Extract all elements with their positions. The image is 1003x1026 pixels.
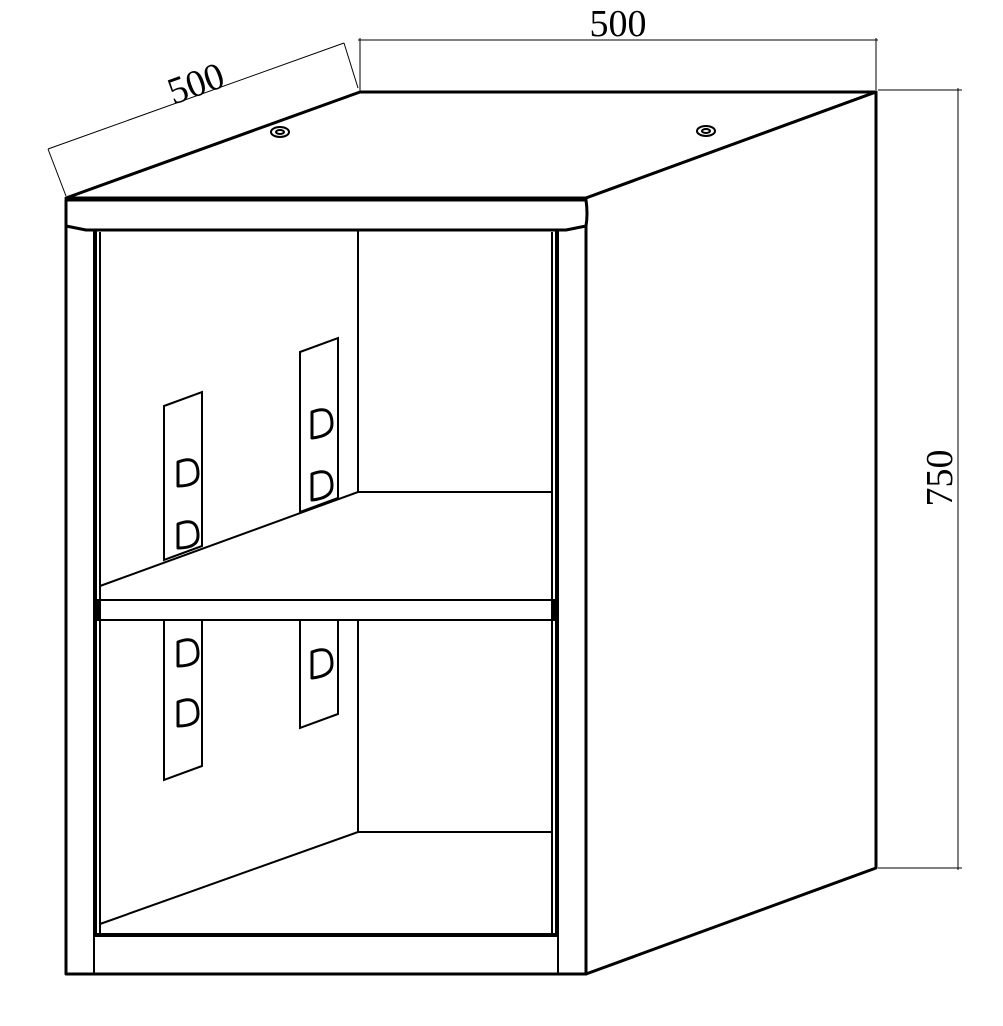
width-dimension: 500 <box>358 3 878 92</box>
shelf-pin-hole <box>310 470 334 502</box>
shelf-bracket-lower-right <box>299 619 339 730</box>
cabinet-right-side-panel <box>584 90 878 976</box>
cable-hole-left <box>270 126 290 138</box>
width-dimension-label: 500 <box>590 3 647 45</box>
shelf-bracket-upper-right <box>299 336 339 514</box>
cable-hole-right <box>696 125 716 137</box>
height-dimension: 750 <box>878 88 962 870</box>
cabinet-top-front-edge <box>64 198 589 232</box>
shelf-pin-hole <box>176 638 200 668</box>
shelf-bracket-upper-left <box>163 390 203 562</box>
shelf-pin-hole <box>310 648 334 680</box>
depth-dimension-label: 500 <box>162 55 230 114</box>
height-dimension-label: 750 <box>919 450 961 507</box>
shelf-front-edge <box>97 599 555 621</box>
shelf-pin-hole <box>310 408 334 440</box>
depth-extension-right <box>343 42 359 89</box>
shelf-pin-hole <box>176 520 200 550</box>
cabinet <box>64 90 878 976</box>
shelf-pin-hole <box>176 698 200 728</box>
depth-extension-left <box>47 148 67 197</box>
shelf-bracket-lower-left <box>163 619 203 782</box>
depth-dimension-line <box>47 42 345 150</box>
shelf-pin-hole <box>176 458 200 488</box>
